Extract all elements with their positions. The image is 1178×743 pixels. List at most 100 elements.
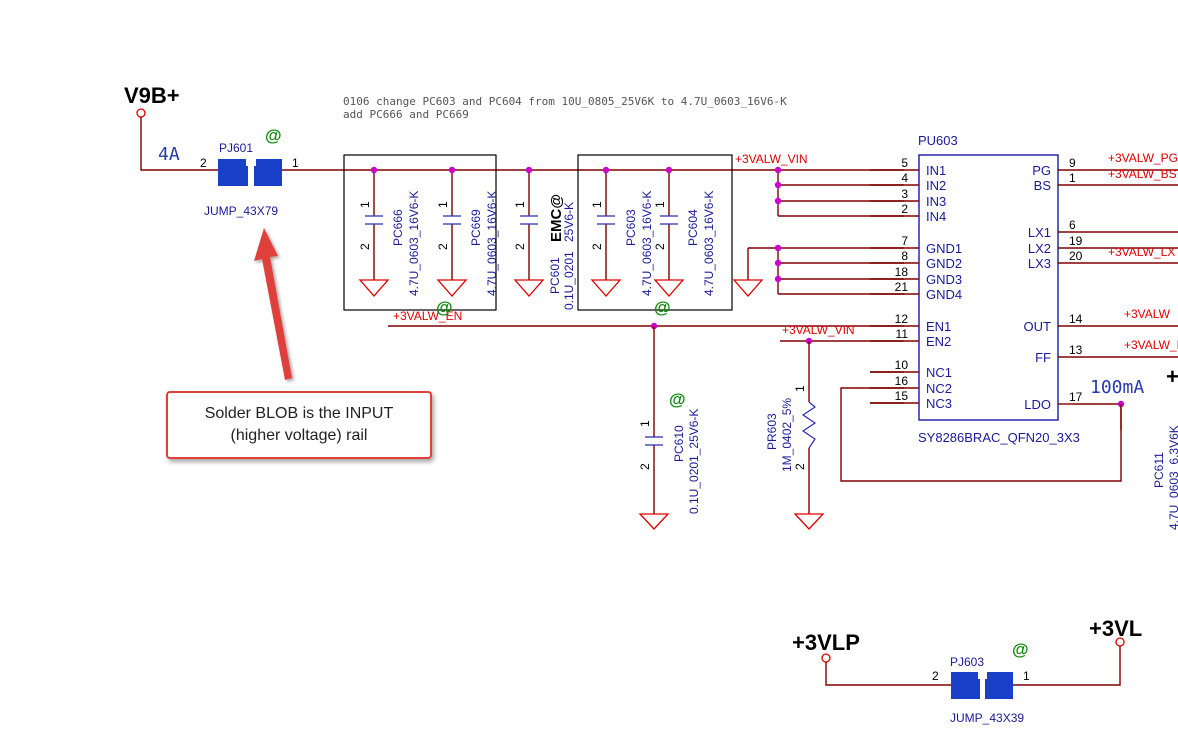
revision-note-line1: 0106 change PC603 and PC604 from 10U_080… [343, 95, 787, 108]
pj603-type: JUMP_43X39 [950, 711, 1024, 725]
wire-nc-loop [840, 387, 1122, 482]
ic-right-pin-name: FF [1035, 350, 1051, 365]
capacitor-pc604: 1 2 PC604 4.7U_0603_16V6-K [653, 166, 716, 297]
ic-ref: PU603 [918, 133, 958, 148]
callout-line1: Solder BLOB is the INPUT [204, 405, 394, 422]
ic-left-pin-name: IN3 [926, 194, 946, 209]
pj601-pin2: 2 [200, 156, 207, 170]
svg-text:2: 2 [590, 243, 604, 250]
pr603-ref: PR603 [765, 413, 779, 450]
pc601-value: 0.1U_0201 [562, 251, 576, 310]
capacitor-pc601: 1 2 EMC@ 25V6-K PC601 0.1U_0201 [513, 166, 576, 310]
pj601-pad-2 [218, 159, 248, 186]
pr603-value: 1M_0402_5% [780, 398, 794, 472]
capacitor-pc610: 1 2 @ PC610 0.1U_0201_25V6-K [638, 326, 701, 530]
svg-text:1: 1 [638, 420, 652, 427]
ic-right-pin-number: 19 [1069, 234, 1083, 248]
svg-text:1: 1 [793, 385, 807, 392]
wire-3vl [825, 646, 1121, 686]
rail-3vlp-terminal [821, 653, 831, 663]
ic-left-pin-name: NC1 [926, 365, 952, 380]
pj601-ref: PJ601 [219, 141, 253, 155]
rail-3vlp-label: +3VLP [792, 630, 860, 655]
svg-text:2: 2 [653, 243, 667, 250]
ic-left-pin-number: 7 [901, 234, 908, 248]
net-pg-label: +3VALW_PG [1108, 151, 1178, 165]
pc601-emc-marker: EMC@ [548, 194, 565, 242]
ic-left-pin-name: GND1 [926, 241, 962, 256]
en-at-marker: @ [436, 298, 453, 317]
gnd-pin-wires [732, 244, 904, 297]
pj601-pin1: 1 [292, 156, 299, 170]
pc611-ref: PC611 [1152, 452, 1166, 488]
pj603-pad-1 [985, 672, 1013, 699]
capacitor-pc603: 1 2 PC603 4.7U_0603_16V6-K [590, 166, 654, 297]
pj601-at-marker: @ [265, 126, 282, 145]
pc604-ref: PC604 [686, 209, 700, 246]
ic-left-pin-number: 11 [896, 327, 909, 341]
ic-left-pin-number: 18 [895, 265, 909, 279]
pc669-value: 4.7U_0603_16V6-K [485, 191, 499, 296]
ic-left-pin-number: 15 [895, 389, 909, 403]
pj603-pin2: 2 [932, 669, 939, 683]
ic-left-pin-name: NC2 [926, 381, 952, 396]
svg-text:1: 1 [358, 201, 372, 208]
pj603-gap [978, 667, 987, 679]
rail-v9b-terminal [136, 108, 146, 118]
ic-right-pin-number: 20 [1069, 249, 1083, 263]
pj601-type: JUMP_43X79 [204, 204, 278, 218]
pj603-ref: PJ603 [950, 655, 984, 669]
ic-right-pin-name: LX1 [1028, 225, 1051, 240]
ic-part: SY8286BRAC_QFN20_3X3 [918, 430, 1080, 445]
ic-left-pin-name: NC3 [926, 396, 952, 411]
pj601-pad-1 [254, 159, 282, 186]
ic-left-pin-name: IN1 [926, 163, 946, 178]
cap-group-box-right [577, 154, 733, 311]
in-pin-wires [774, 166, 904, 217]
pj603-pad-2 [951, 672, 980, 699]
ic-left-pin-name: IN2 [926, 178, 946, 193]
ic-right-pin-number: 13 [1069, 343, 1083, 357]
ic-left-pin-number: 2 [901, 202, 908, 216]
ic-right-pin-name: LDO [1024, 397, 1051, 412]
pc601-ref: PC601 [548, 257, 562, 294]
svg-text:1: 1 [513, 201, 527, 208]
pc666-ref: PC666 [391, 209, 405, 246]
ic-right-pin-name: LX2 [1028, 241, 1051, 256]
pc603-ref: PC603 [624, 209, 638, 246]
pc603-value: 4.7U_0603_16V6-K [640, 191, 654, 296]
callout-line2: (higher voltage) rail [230, 427, 368, 444]
ic-right-pin-number: 1 [1069, 171, 1076, 185]
revision-note-line2: add PC666 and PC669 [343, 108, 469, 121]
net-vin-label: +3VALW_VIN [735, 152, 808, 166]
net-lx-label: +3VALW_LX [1108, 245, 1175, 259]
ic-right-pin-number: 17 [1069, 390, 1083, 404]
ic-left-pin-number: 12 [895, 312, 909, 326]
ic-right-pin-number: 9 [1069, 156, 1076, 170]
svg-text:2: 2 [513, 243, 527, 250]
net-en-label: +3VALW_EN [393, 309, 462, 323]
rail-v9b-label: V9B+ [124, 83, 180, 108]
ic-right-pin-name: LX3 [1028, 256, 1051, 271]
ic-left-pin-number: 10 [895, 358, 909, 372]
pc604-value: 4.7U_0603_16V6-K [702, 191, 716, 296]
ic-left-pin-number: 4 [901, 171, 908, 185]
capacitor-pc669: 1 2 PC669 4.7U_0603_16V6-K [436, 166, 499, 297]
svg-text:1: 1 [653, 201, 667, 208]
ldo-plus-fragment: + [1166, 364, 1178, 389]
svg-text:1: 1 [590, 201, 604, 208]
ic-right-pin-name: BS [1034, 178, 1052, 193]
svg-text:2: 2 [638, 463, 652, 470]
svg-text:1: 1 [436, 201, 450, 208]
ic-body [918, 154, 1059, 421]
pc610-ref: PC610 [672, 425, 686, 462]
ic-left-pin-number: 16 [895, 374, 909, 388]
ic-left-pin-name: GND3 [926, 272, 962, 287]
ic-left-pin-name: IN4 [926, 209, 946, 224]
pc601-value-part2: 25V6-K [562, 202, 576, 242]
callout-arrow [254, 228, 292, 380]
